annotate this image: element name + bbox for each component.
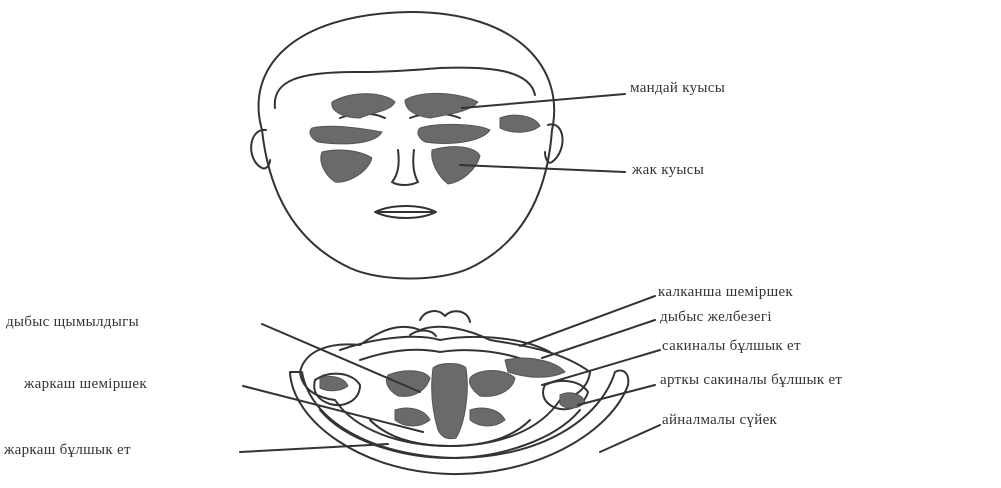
hyoid-bone-label: айналмалы сүйек bbox=[662, 412, 777, 429]
maxillary-sinus-left bbox=[321, 150, 372, 182]
ethmoid-left bbox=[310, 126, 382, 144]
posterior-ring-muscle-label: арткы сакиналы бұлшык ет bbox=[660, 372, 842, 389]
posterior-ring-muscle-leader bbox=[578, 385, 655, 405]
maxillary-sinus-leader bbox=[460, 165, 625, 172]
maxillary-sinus-label: жак куысы bbox=[632, 162, 704, 179]
vocal-fold-label: дыбыс щымылдыгы bbox=[6, 314, 139, 331]
ethmoid-right bbox=[418, 124, 490, 143]
frontal-sinus-leader bbox=[462, 94, 625, 108]
nose bbox=[392, 150, 418, 185]
arytenoid-muscle-leader bbox=[240, 444, 388, 452]
lower-fill-left bbox=[395, 408, 430, 426]
glottis-center bbox=[432, 364, 468, 439]
face-illustration bbox=[251, 12, 562, 279]
epiglottis bbox=[420, 311, 470, 322]
sinus-shapes bbox=[310, 93, 540, 184]
ring-muscle-label: сакиналы бұлшык ет bbox=[662, 338, 801, 355]
vocal-fold-right bbox=[469, 371, 515, 397]
arytenoid-muscle-label: жаркаш бұлшык ет bbox=[4, 442, 131, 459]
vocal-cord-label: дыбыс желбезегі bbox=[660, 309, 772, 326]
frontal-sinus-right bbox=[405, 93, 478, 118]
ear-right bbox=[545, 124, 563, 162]
head-outline bbox=[259, 12, 555, 279]
cheek-shape-right bbox=[500, 115, 540, 132]
frontal-sinus-label: мандай куысы bbox=[630, 80, 725, 97]
muscle-right bbox=[505, 358, 565, 377]
muscle-small-right bbox=[560, 393, 585, 408]
arytenoid-cartilage-label: жаркаш шеміршек bbox=[24, 376, 147, 393]
hyoid-bone-leader bbox=[600, 425, 660, 452]
thyroid-cartilage-leader bbox=[520, 296, 655, 346]
thyroid-cartilage-label: калканша шеміршек bbox=[658, 284, 793, 301]
frontal-sinus-left bbox=[332, 94, 395, 118]
vocal-fold-left bbox=[386, 371, 430, 397]
lower-fill-right bbox=[470, 408, 505, 426]
vocal-cord-leader bbox=[542, 320, 655, 358]
muscle-left bbox=[320, 376, 348, 390]
